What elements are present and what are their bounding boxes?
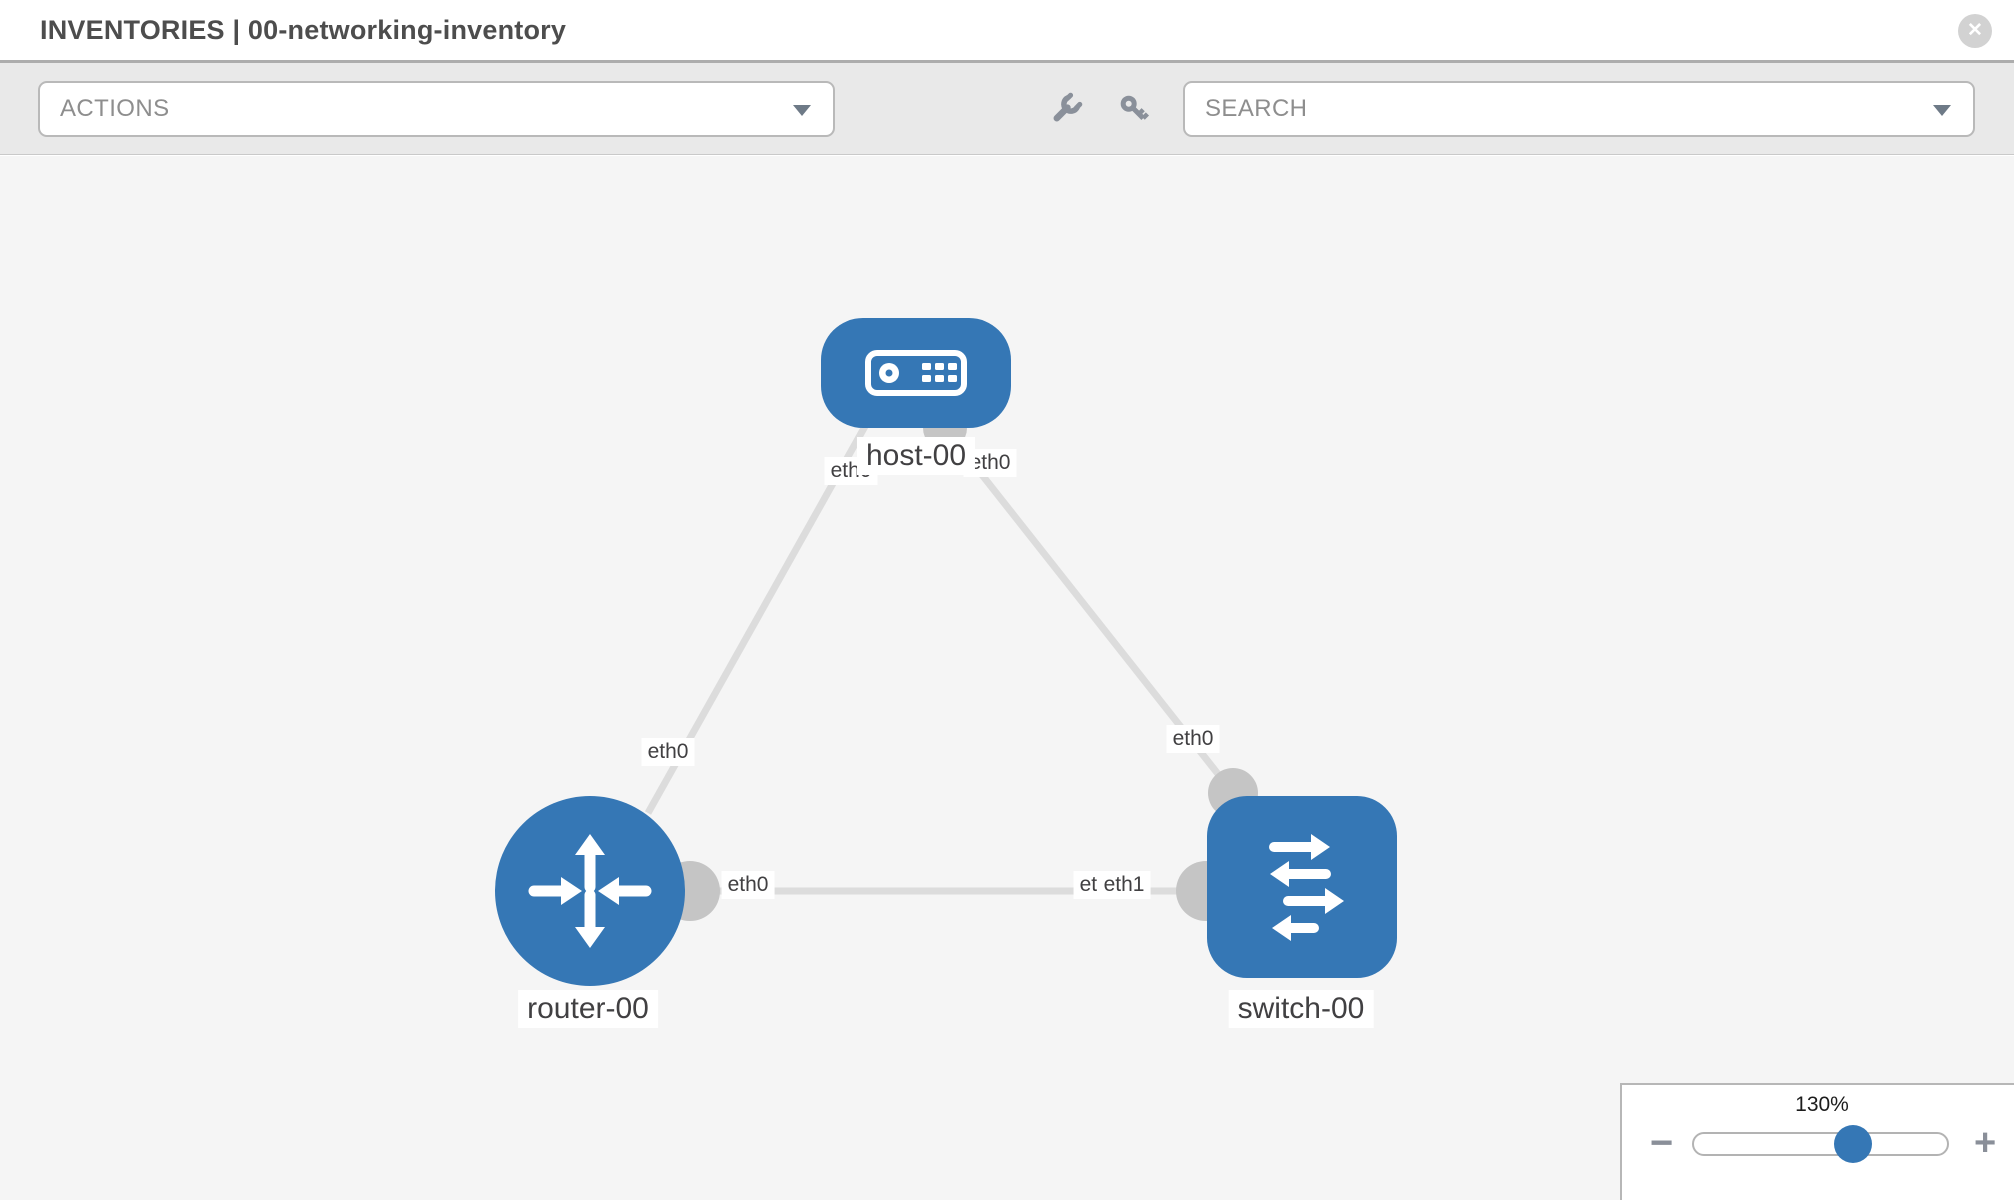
zoom-level: 130% [1795, 1093, 1849, 1116]
actions-dropdown-label: ACTIONS [60, 95, 170, 122]
node-router-00[interactable] [495, 796, 685, 986]
close-icon: ✕ [1967, 20, 1983, 41]
search-dropdown[interactable]: SEARCH [1183, 81, 1975, 137]
breadcrumb-separator: | [232, 15, 241, 45]
topology-svg [495, 318, 1397, 986]
key-icon[interactable] [1114, 89, 1154, 129]
breadcrumb-inventory-name: 00-networking-inventory [247, 15, 567, 45]
zoom-out-button[interactable]: − [1650, 1121, 1674, 1165]
link-host-00-switch-00 [942, 425, 1236, 796]
actions-dropdown[interactable]: ACTIONS [38, 81, 835, 137]
zoom-panel: 130% − + [1620, 1083, 2014, 1200]
chevron-down-icon [1933, 105, 1951, 116]
wrench-icon[interactable] [1046, 89, 1086, 129]
host-icon [865, 350, 967, 396]
zoom-slider-thumb[interactable] [1834, 1125, 1873, 1163]
link-host-00-router-00 [644, 419, 872, 815]
header: INVENTORIES | 00-networking-inventory ✕ [0, 0, 2014, 63]
breadcrumb-section: INVENTORIES [40, 15, 225, 45]
node-switch-00[interactable] [1207, 796, 1397, 978]
zoom-slider-track[interactable] [1692, 1125, 1949, 1163]
close-button[interactable]: ✕ [1958, 14, 1992, 48]
toolbar: ACTIONS [0, 63, 2014, 155]
chevron-down-icon [793, 105, 811, 116]
node-host-00[interactable] [821, 318, 1011, 428]
router-icon [528, 834, 652, 948]
switch-icon [1269, 834, 1344, 941]
zoom-in-button[interactable]: + [1974, 1122, 1997, 1164]
page-title: INVENTORIES | 00-networking-inventory [40, 0, 566, 60]
search-dropdown-label: SEARCH [1205, 95, 1308, 122]
